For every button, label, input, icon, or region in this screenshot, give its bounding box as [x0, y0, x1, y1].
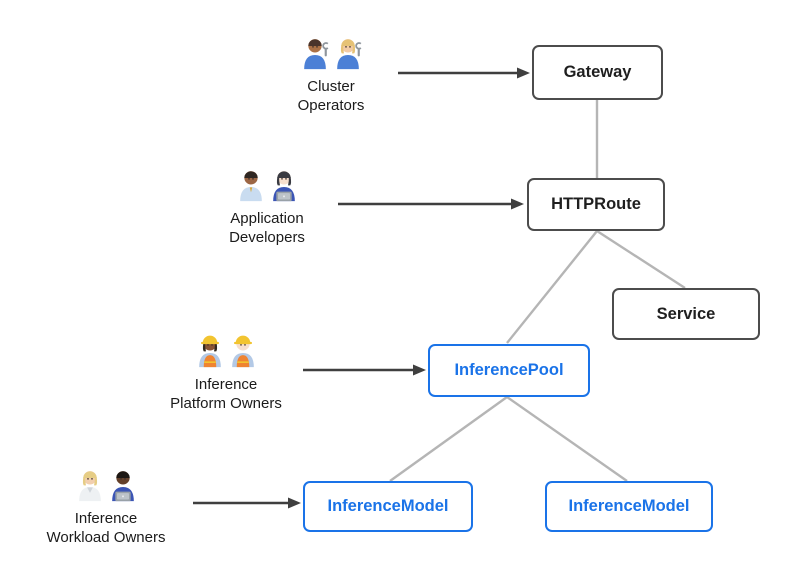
node-httproute: HTTPRoute — [527, 178, 665, 231]
person-icon — [198, 335, 221, 368]
node-gateway: Gateway — [532, 45, 663, 100]
person-icon — [239, 171, 262, 202]
edge-inferencepool-to-inferencemodel-1 — [389, 396, 508, 482]
person-icon — [78, 471, 101, 502]
node-service: Service — [612, 288, 760, 340]
label-line: Inference — [194, 376, 258, 393]
label-line: Platform Owners — [170, 395, 282, 412]
label-line: Developers — [229, 229, 305, 246]
arrowhead-icon — [511, 198, 524, 210]
label-line: Cluster — [307, 78, 355, 95]
label-line: Operators — [297, 97, 365, 114]
edge-httproute-to-inferencepool — [506, 230, 598, 344]
edge-inferencepool-to-inferencemodel-2 — [506, 396, 628, 482]
persona-inference-platform-owners-emoji-pair — [195, 332, 258, 369]
person-icon — [272, 171, 295, 202]
edge-httproute-to-service — [596, 229, 686, 290]
node-inferencemodel-2: InferenceModel — [545, 481, 713, 532]
label-line: Application — [230, 210, 304, 227]
label-line: Inference — [74, 510, 138, 527]
arrowhead-icon — [517, 67, 530, 79]
arrowhead-icon — [413, 364, 426, 376]
label-line: Workload Owners — [46, 529, 166, 546]
person-icon — [303, 39, 328, 70]
person-icon — [336, 39, 361, 70]
node-inferencepool: InferencePool — [428, 344, 590, 397]
persona-cluster-operators-emoji-pair — [300, 34, 363, 71]
arrowhead-icon — [288, 497, 301, 509]
persona-inference-workload-owners-emoji-pair — [75, 466, 138, 503]
person-icon — [111, 471, 134, 502]
node-inferencemodel-1: InferenceModel — [303, 481, 473, 532]
person-icon — [231, 335, 254, 368]
persona-application-developers-emoji-pair — [236, 166, 299, 203]
